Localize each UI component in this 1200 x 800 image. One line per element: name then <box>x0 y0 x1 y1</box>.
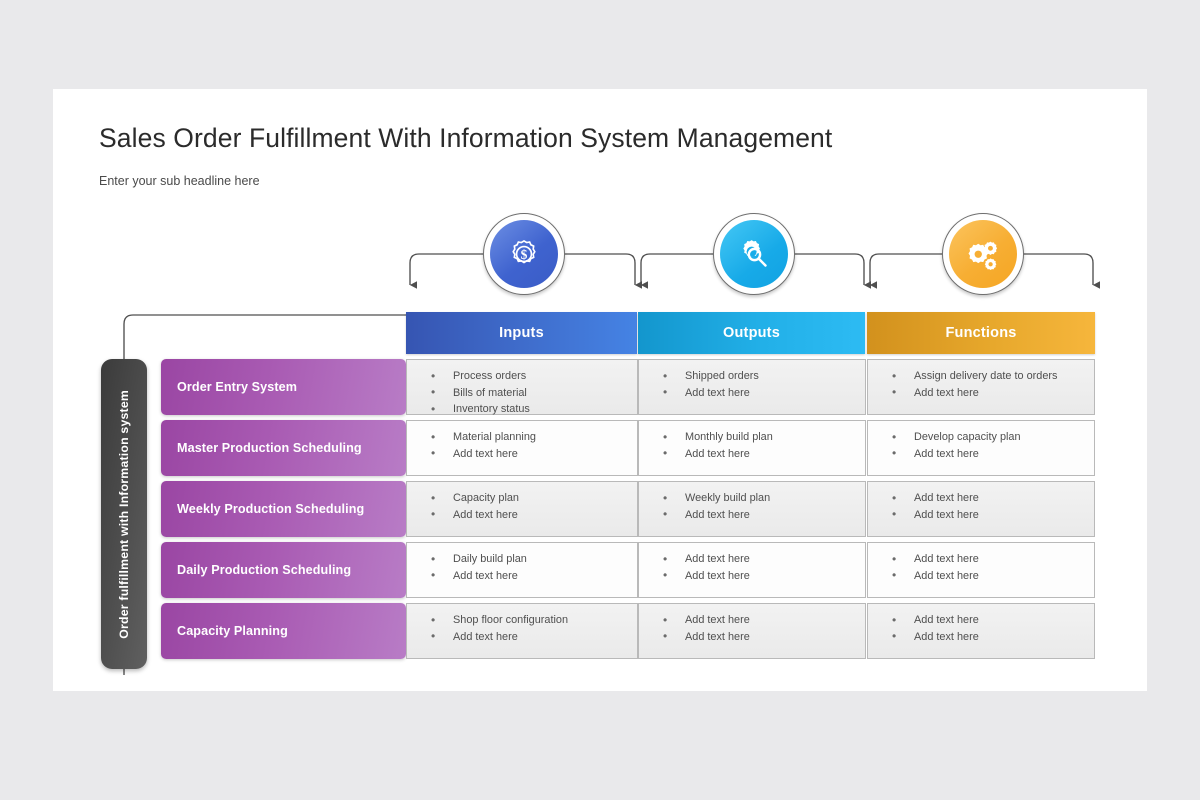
row-label-text: Weekly Production Scheduling <box>177 502 365 516</box>
list-item: Assign delivery date to orders <box>890 368 1094 385</box>
gear-magnifier-icon <box>720 220 788 288</box>
list-item: Shipped orders <box>661 368 865 385</box>
list-item: Add text here <box>429 567 637 585</box>
list-item: Add text here <box>661 551 865 568</box>
list-item: Add text here <box>890 551 1094 568</box>
badge-outputs[interactable] <box>713 213 795 295</box>
list-item: Add text here <box>890 445 1094 463</box>
table-row: Daily Production Scheduling Daily build … <box>161 542 1095 598</box>
list-item: Add text here <box>429 628 637 646</box>
page-title: Sales Order Fulfillment With Information… <box>99 123 833 153</box>
list-item: Add text here <box>890 628 1094 646</box>
vertical-process-bar: Order fulfillment with Information syste… <box>101 359 147 669</box>
column-header-label: Inputs <box>499 325 544 341</box>
cell-outputs-row1[interactable]: Monthly build plan Add text here <box>638 420 866 476</box>
cell-outputs-row4[interactable]: Add text here Add text here <box>638 603 866 659</box>
row-label-order-entry-system[interactable]: Order Entry System <box>161 359 406 415</box>
list-item: Process orders <box>429 368 637 385</box>
list-item: Monthly build plan <box>661 429 865 446</box>
table-row: Weekly Production Scheduling Capacity pl… <box>161 481 1095 537</box>
row-label-daily-production-scheduling[interactable]: Daily Production Scheduling <box>161 542 406 598</box>
row-label-text: Master Production Scheduling <box>177 441 362 455</box>
svg-text:$: $ <box>521 247 528 262</box>
gear-dollar-icon: $ <box>490 220 558 288</box>
list-item: Add text here <box>890 506 1094 524</box>
list-item: Bills of material <box>429 384 637 402</box>
cell-inputs-row0[interactable]: Process orders Bills of material Invento… <box>406 359 638 418</box>
list-item: Add text here <box>661 612 865 629</box>
row-label-text: Daily Production Scheduling <box>177 563 352 577</box>
list-item: Add text here <box>890 384 1094 402</box>
cell-outputs-row0[interactable]: Shipped orders Add text here <box>638 359 866 415</box>
cell-outputs-row2[interactable]: Weekly build plan Add text here <box>638 481 866 537</box>
multi-gear-icon <box>949 220 1017 288</box>
cell-functions-row3[interactable]: Add text here Add text here <box>867 542 1095 598</box>
slide-canvas: Sales Order Fulfillment With Information… <box>53 89 1147 691</box>
cell-outputs-row3[interactable]: Add text here Add text here <box>638 542 866 598</box>
cell-functions-row4[interactable]: Add text here Add text here <box>867 603 1095 659</box>
row-label-text: Capacity Planning <box>177 624 288 638</box>
list-item: Add text here <box>429 445 637 463</box>
table-row: Capacity Planning Shop floor configurati… <box>161 603 1095 659</box>
list-item: Add text here <box>661 384 865 402</box>
cell-inputs-row4[interactable]: Shop floor configuration Add text here <box>406 603 638 659</box>
column-header-label: Functions <box>945 325 1017 341</box>
row-label-capacity-planning[interactable]: Capacity Planning <box>161 603 406 659</box>
vertical-process-label: Order fulfillment with Information syste… <box>117 389 131 639</box>
cell-inputs-row2[interactable]: Capacity plan Add text here <box>406 481 638 537</box>
list-item: Inventory status <box>429 401 637 418</box>
list-item: Develop capacity plan <box>890 429 1094 446</box>
badge-inputs[interactable]: $ <box>483 213 565 295</box>
list-item: Add text here <box>661 506 865 524</box>
cell-functions-row1[interactable]: Develop capacity plan Add text here <box>867 420 1095 476</box>
badge-functions[interactable] <box>942 213 1024 295</box>
table-row: Order Entry System Process orders Bills … <box>161 359 1095 418</box>
cell-inputs-row1[interactable]: Material planning Add text here <box>406 420 638 476</box>
cell-functions-row0[interactable]: Assign delivery date to orders Add text … <box>867 359 1095 415</box>
list-item: Add text here <box>890 612 1094 629</box>
column-header-outputs[interactable]: Outputs <box>638 312 865 354</box>
list-item: Capacity plan <box>429 490 637 507</box>
table-row: Master Production Scheduling Material pl… <box>161 420 1095 476</box>
row-label-weekly-production-scheduling[interactable]: Weekly Production Scheduling <box>161 481 406 537</box>
list-item: Add text here <box>890 490 1094 507</box>
row-label-text: Order Entry System <box>177 380 298 394</box>
list-item: Add text here <box>661 445 865 463</box>
list-item: Add text here <box>890 567 1094 585</box>
column-header-label: Outputs <box>723 325 780 341</box>
column-header-functions[interactable]: Functions <box>867 312 1095 354</box>
row-label-master-production-scheduling[interactable]: Master Production Scheduling <box>161 420 406 476</box>
list-item: Add text here <box>661 628 865 646</box>
list-item: Weekly build plan <box>661 490 865 507</box>
list-item: Material planning <box>429 429 637 446</box>
column-header-inputs[interactable]: Inputs <box>406 312 637 354</box>
list-item: Add text here <box>661 567 865 585</box>
page-subtitle: Enter your sub headline here <box>99 174 260 188</box>
list-item: Shop floor configuration <box>429 612 637 629</box>
list-item: Daily build plan <box>429 551 637 568</box>
list-item: Add text here <box>429 506 637 524</box>
cell-functions-row2[interactable]: Add text here Add text here <box>867 481 1095 537</box>
cell-inputs-row3[interactable]: Daily build plan Add text here <box>406 542 638 598</box>
